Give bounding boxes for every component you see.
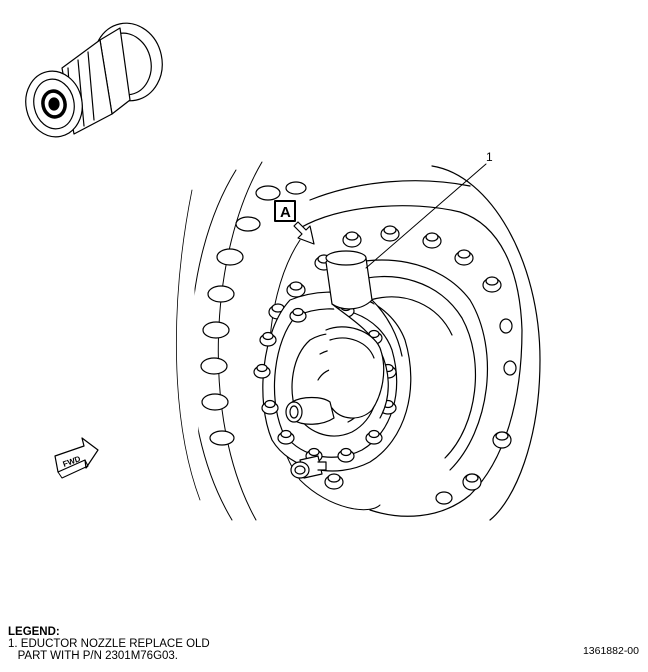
- view-direction-arrow: [293, 221, 315, 245]
- engine-locator-thumbnail: [25, 22, 163, 138]
- bolt: [277, 429, 295, 445]
- bolt: [454, 249, 474, 266]
- bolt: [365, 429, 383, 445]
- outer-pad-ring: [176, 161, 307, 521]
- bolt: [337, 447, 355, 463]
- eductor-nozzle-illustration: 1 A FWD: [25, 22, 541, 521]
- bolt: [253, 363, 271, 379]
- view-a-callout: A: [274, 200, 315, 245]
- figure-id: 1361882-00: [582, 645, 639, 657]
- bolt: [492, 431, 512, 449]
- fwd-arrow: FWD: [54, 437, 99, 479]
- bolt: [482, 276, 502, 293]
- bolt: [261, 399, 279, 415]
- bolt: [503, 360, 517, 376]
- bolt: [499, 318, 513, 334]
- bolt: [286, 281, 306, 298]
- bolt: [289, 307, 307, 323]
- bolt: [462, 473, 482, 491]
- legend-item-1-line-2: PART WITH P/N 2301M76G03.: [8, 650, 179, 662]
- legend: LEGEND: 1. EDUCTOR NOZZLE REPLACE OLD PA…: [8, 626, 210, 662]
- bolt: [435, 491, 453, 505]
- bolt: [380, 225, 400, 242]
- callout-leader-1: [365, 163, 487, 269]
- bolt: [259, 331, 277, 347]
- view-letter: A: [280, 204, 291, 221]
- callout-number-1: 1: [486, 150, 493, 164]
- bolt: [342, 231, 362, 248]
- eductor-nozzle: [285, 250, 403, 479]
- flange-plate: [268, 165, 541, 521]
- legend-title: LEGEND:: [8, 626, 60, 638]
- bolt: [324, 473, 344, 490]
- bolt: [422, 232, 442, 249]
- legend-item-1-line-1: 1. EDUCTOR NOZZLE REPLACE OLD: [8, 638, 210, 650]
